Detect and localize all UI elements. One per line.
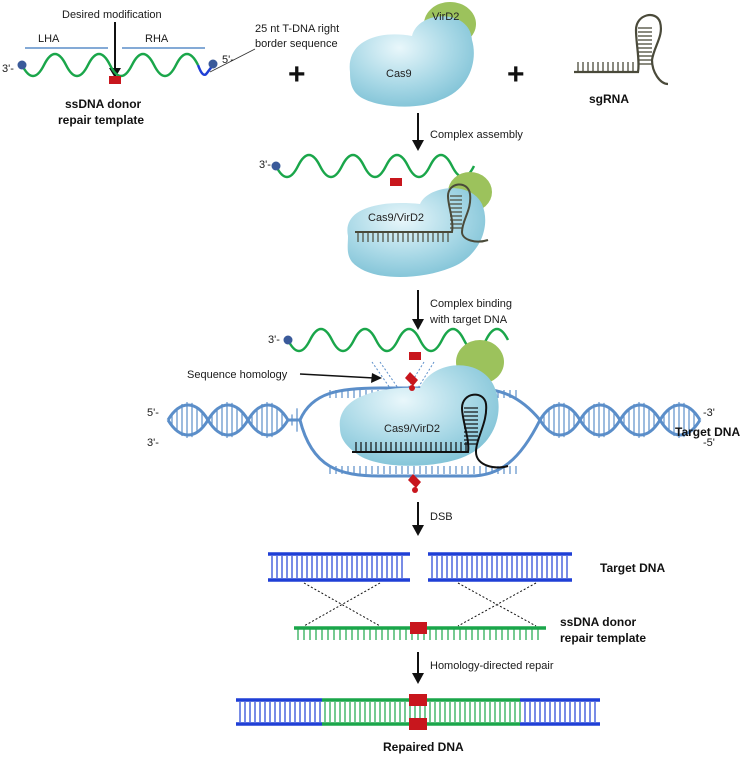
donor-title-line1: ssDNA donor <box>65 97 142 111</box>
repaired-dna-label: Repaired DNA <box>383 740 464 754</box>
dsb-donor-label-line2: repair template <box>560 631 646 645</box>
binding-target-dna-label: Target DNA <box>675 425 740 439</box>
complex-sgrna-ticks <box>357 195 462 242</box>
complex-donor-strand <box>274 153 476 179</box>
assembled-complex: 3'- Cas9/VirD2 <box>259 153 492 278</box>
donor-3-end: 3'- <box>2 63 14 75</box>
binding-3-end: 3'- <box>268 334 280 346</box>
homology-pointer-head <box>371 373 382 383</box>
right-dna-helix <box>538 402 702 438</box>
crossover-left <box>303 582 381 627</box>
cas9-protein <box>349 16 474 107</box>
dsb-arrowhead <box>412 525 424 536</box>
sgrna-base-ticks <box>577 27 652 72</box>
binding-panel: 3'- Sequence homology 5'- 3'- -3' -5' Ta… <box>147 327 740 493</box>
binding-sgrna-ticks <box>355 407 478 452</box>
cut-marker-top <box>405 372 418 391</box>
homology-dotted-left <box>371 361 399 389</box>
tdna-label-line1: 25 nt T-DNA right <box>255 23 339 35</box>
desired-modification-label: Desired modification <box>62 9 162 21</box>
sgrna-strand <box>574 13 669 86</box>
sgrna-label: sgRNA <box>589 92 629 106</box>
complex-sgrna-strand <box>355 183 489 243</box>
rha-label: RHA <box>145 33 169 45</box>
binding-modification-mark <box>409 352 421 360</box>
assembly-arrowhead <box>412 140 424 151</box>
donor-5-end-dot <box>208 59 218 69</box>
sequence-homology-label: Sequence homology <box>187 369 288 381</box>
binding-sgrna-strand <box>352 393 509 469</box>
sgrna-component: sgRNA <box>574 13 669 106</box>
donor-title-line2: repair template <box>58 113 144 127</box>
cas9-virD2-components: VirD2 Cas9 <box>349 2 476 107</box>
plus-sign-2: + <box>507 58 525 91</box>
complex-3-end: 3'- <box>259 159 271 171</box>
left-dna-helix <box>166 402 300 438</box>
lha-label: LHA <box>38 33 60 45</box>
dsb-target-dna-label: Target DNA <box>600 561 665 575</box>
left-5-end: 5'- <box>147 407 159 419</box>
repaired-panel: Repaired DNA <box>236 694 600 754</box>
donor-3-end-dot <box>17 60 27 70</box>
complex-label: Cas9/VirD2 <box>368 212 424 224</box>
dsb-label: DSB <box>430 511 453 523</box>
cut-marker-bottom <box>408 474 421 493</box>
right-3-end: -3' <box>703 407 715 419</box>
cas9-label: Cas9 <box>386 68 412 80</box>
right-helix-rungs <box>543 402 695 438</box>
binding-label-line1: Complex binding <box>430 298 512 310</box>
donor-green-strand <box>20 52 200 78</box>
dsb-panel: Target DNA ssDNA donor repair template <box>268 552 665 645</box>
donor-panel: Desired modification LHA RHA 25 nt T-DNA… <box>2 9 339 127</box>
complex-modification-mark <box>390 178 402 186</box>
hdr-arrowhead <box>412 673 424 684</box>
binding-complex-label: Cas9/VirD2 <box>384 423 440 435</box>
tdna-label-line2: border sequence <box>255 38 338 50</box>
left-3-end: 3'- <box>147 437 159 449</box>
binding-arrowhead <box>412 319 424 330</box>
repaired-modification-bottom <box>409 718 427 730</box>
binding-3-end-dot <box>283 335 293 345</box>
hdr-label: Homology-directed repair <box>430 660 554 672</box>
complex-3-end-dot <box>271 161 281 171</box>
dsb-rungs <box>271 556 568 578</box>
donor-modification-mark <box>109 76 121 84</box>
repaired-modification-top <box>409 694 427 706</box>
homology-pointer <box>299 373 375 379</box>
right-5-end: -5' <box>703 437 715 449</box>
plus-sign-1: + <box>288 58 306 91</box>
tdna-pointer-line <box>209 48 256 73</box>
donor-5-end: 5'- <box>222 54 234 66</box>
bubble-bottom-strand <box>298 419 542 478</box>
dsb-donor-label-line1: ssDNA donor <box>560 615 637 629</box>
binding-label-line2: with target DNA <box>429 314 508 326</box>
binding-cas9-protein <box>339 365 499 466</box>
crossover-right <box>457 582 537 627</box>
virD2-label: VirD2 <box>432 11 459 23</box>
complex-assembly-label: Complex assembly <box>430 129 523 141</box>
left-helix-rungs <box>171 402 298 438</box>
dsb-donor-modification <box>410 622 427 634</box>
